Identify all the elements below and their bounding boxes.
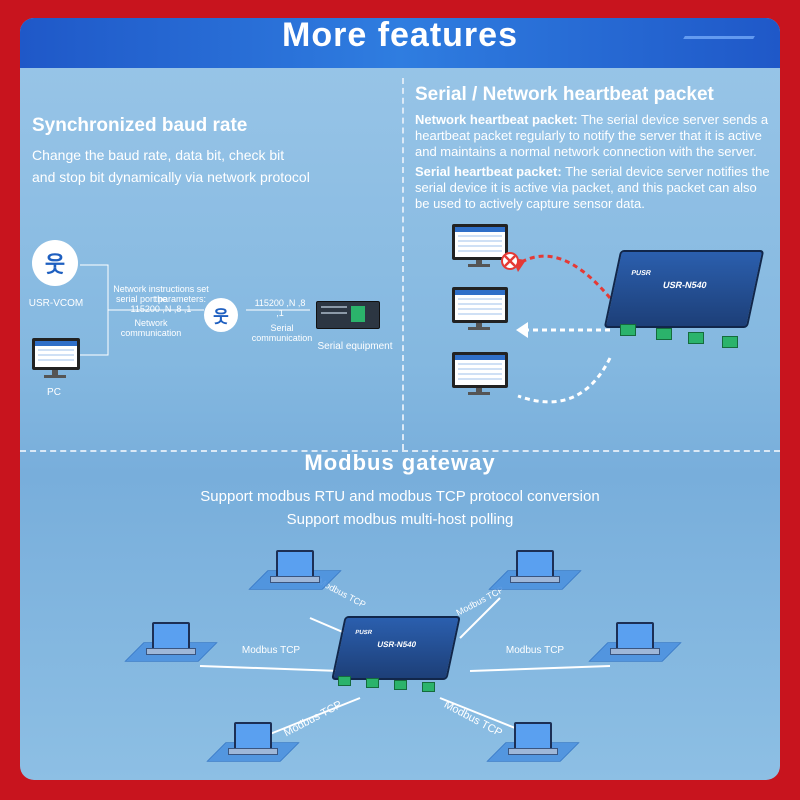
net-comm-line2: communication — [120, 328, 182, 338]
net-comm-line1: Network — [134, 318, 168, 328]
network-heartbeat-text: Network heartbeat packet: The serial dev… — [415, 112, 770, 160]
plc-device — [316, 301, 380, 329]
heartbeat-arrows — [501, 252, 612, 404]
serial-heartbeat-text: Serial heartbeat packet: The serial devi… — [415, 164, 770, 212]
usr-device-logo: 웃 — [204, 298, 238, 332]
terminal-block — [656, 328, 672, 340]
baud-desc-line1: Change the baud rate, data bit, check bi… — [32, 147, 285, 163]
serial-equipment-label: Serial equipment — [317, 341, 393, 352]
network-heartbeat-desc: The serial device server sends a heartbe… — [415, 112, 769, 159]
terminal-block — [722, 336, 738, 348]
main-panel: More features Synchronized baud rate Cha… — [20, 18, 780, 780]
divider-vertical — [402, 78, 404, 450]
divider-horizontal — [20, 450, 780, 452]
header-decoration — [675, 36, 755, 53]
device-model: USR-N540 — [376, 640, 418, 649]
terminal-block — [620, 324, 636, 336]
usr-vcom-logo: 웃 — [32, 240, 78, 286]
terminal-block — [338, 676, 351, 686]
terminal-block — [422, 682, 435, 692]
net-instr-line3: 115200 ,N ,8 ,1 — [130, 304, 192, 314]
modbus-title: Modbus gateway — [304, 450, 496, 475]
usr-vcom-label: USR-VCOM — [28, 298, 84, 309]
modbus-line1: Support modbus RTU and modbus TCP protoc… — [200, 488, 600, 505]
person-icon: 웃 — [44, 252, 66, 277]
header-banner: More features — [20, 18, 780, 68]
serial-params-label: 115200 ,N ,8 ,1 — [254, 298, 306, 318]
terminal-block — [366, 678, 379, 688]
device-n540-top: PUSR USR-N540 — [603, 250, 765, 328]
person-icon: 웃 — [213, 307, 229, 327]
network-heartbeat-label: Network heartbeat packet: — [415, 112, 578, 127]
device-brand: PUSR — [354, 630, 373, 636]
serial-comm-label: Serial communication — [251, 323, 313, 343]
baud-title: Synchronized baud rate — [32, 115, 248, 136]
page-title: More features — [282, 18, 518, 54]
net-instr-line1: Network instructions set the — [113, 284, 209, 304]
serial-heartbeat-label: Serial heartbeat packet: — [415, 164, 562, 179]
terminal-block — [394, 680, 407, 690]
modbus-tcp-label: Modbus TCP — [241, 645, 301, 656]
net-instr-line2: serial port parameters: — [115, 294, 207, 304]
baud-desc-line2: and stop bit dynamically via network pro… — [32, 169, 310, 185]
device-model: USR-N540 — [662, 280, 708, 290]
terminal-block — [688, 332, 704, 344]
device-n540-center: PUSR USR-N540 — [331, 616, 461, 680]
modbus-line2: Support modbus multi-host polling — [286, 511, 514, 528]
device-brand: PUSR — [630, 270, 652, 277]
baud-connectors — [80, 264, 310, 356]
pc-label: PC — [47, 387, 61, 398]
serial-heartbeat-desc: The serial device server notifies the se… — [415, 164, 770, 211]
modbus-tcp-label: Modbus TCP — [505, 645, 565, 656]
heartbeat-title: Serial / Network heartbeat packet — [415, 84, 714, 105]
